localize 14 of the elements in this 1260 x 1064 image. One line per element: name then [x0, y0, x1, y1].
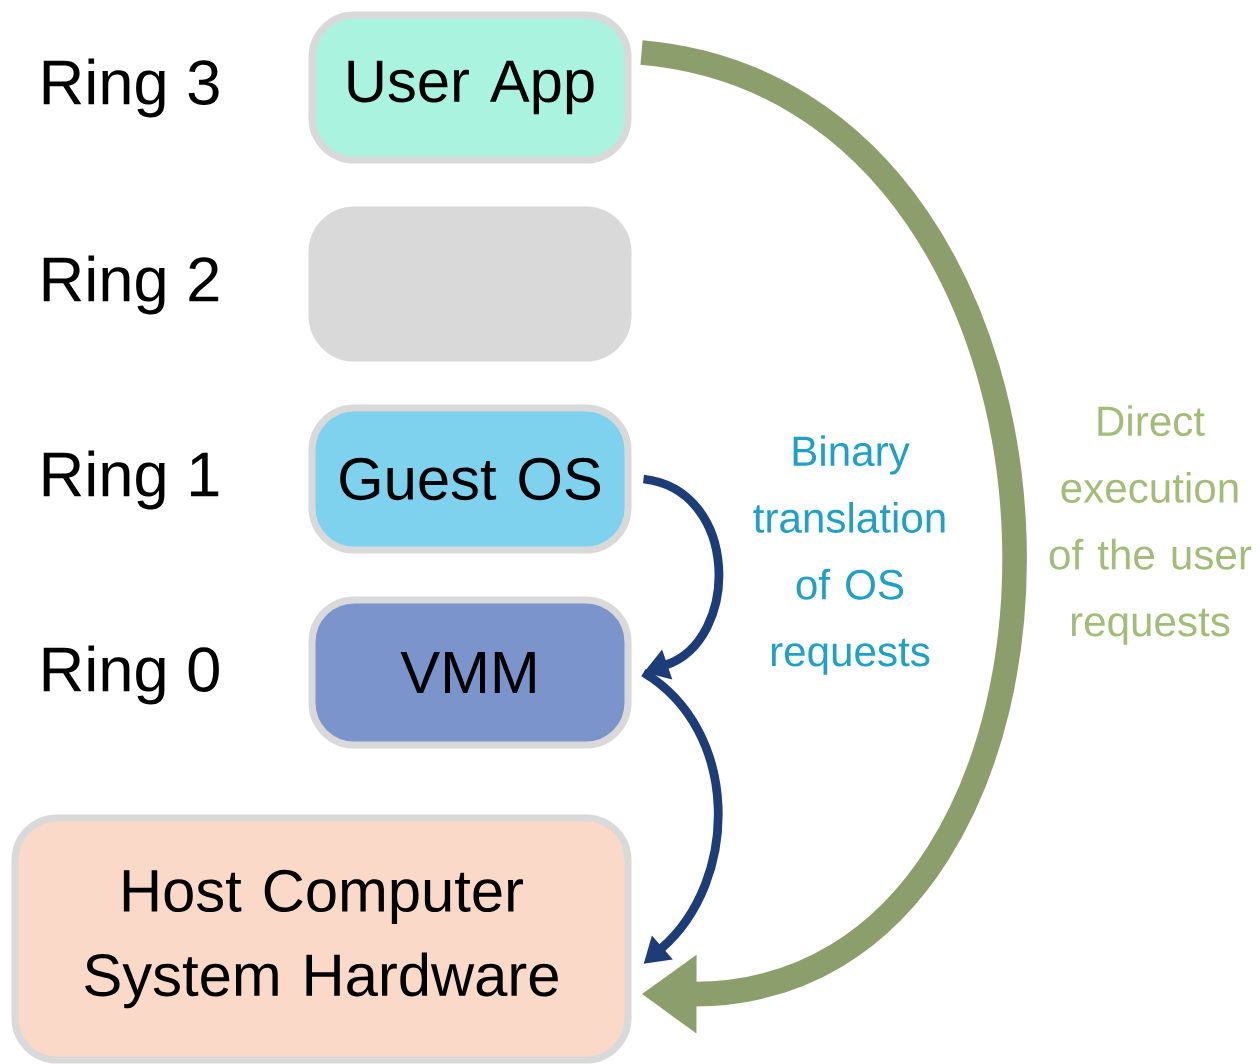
empty-box [308, 206, 632, 362]
arrow [638, 40, 1027, 1034]
arrow [642, 474, 723, 680]
layer-box: User App [308, 11, 632, 164]
ring-label: Ring 3 [43, 58, 219, 118]
ring-label: Ring 0 [43, 645, 219, 705]
layer-box: Host Computer System Hardware [11, 814, 632, 1064]
annotation-text: Direct execution of the user requests [1049, 405, 1252, 645]
layer-box: VMM [308, 596, 632, 749]
ring-label: Ring 2 [43, 255, 219, 315]
layer-box: Guest OS [308, 404, 632, 554]
ring-label: Ring 1 [43, 450, 219, 510]
arrow [640, 668, 723, 964]
annotation-text: Binary translation of OS requests [753, 435, 945, 675]
